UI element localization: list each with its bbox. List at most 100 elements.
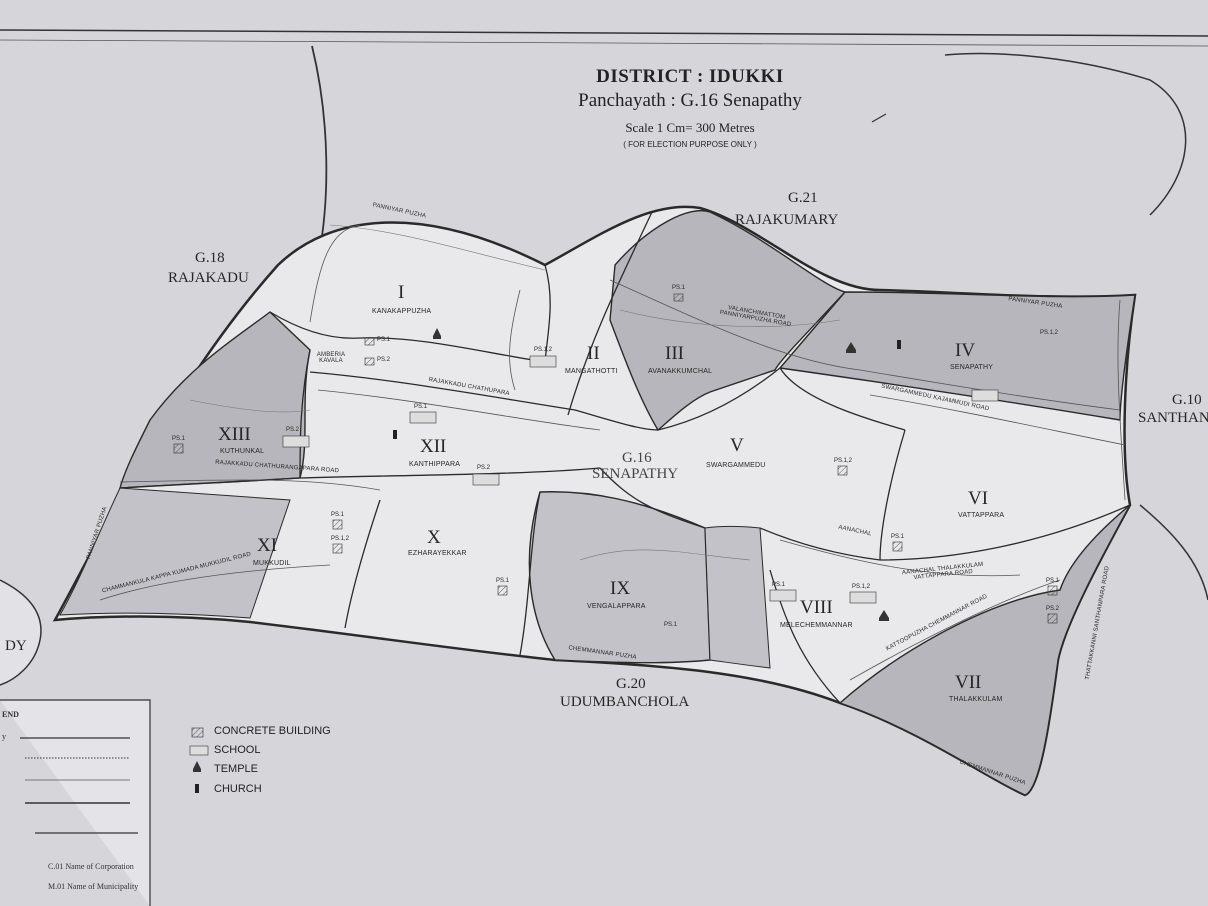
concrete-building-icon (673, 293, 684, 302)
polling-label: PS.1,2 (331, 536, 350, 542)
ward-name-xii: KANTHIPPARA (409, 461, 461, 468)
stream-ward-iii (619, 309, 841, 327)
ward-viii-strip (704, 526, 771, 669)
concrete-building-icon (837, 465, 848, 476)
ward-name-xiii: KUTHUNKAL (220, 448, 265, 455)
polling-label: PS.1,2 (534, 347, 553, 353)
school-icon (529, 355, 557, 368)
church-icon (897, 340, 901, 349)
road-kattoopuzha (849, 579, 1061, 681)
legend-corporation: C.01 Name of Corporation (48, 862, 134, 871)
road-rajakkadu-chathupara (317, 389, 601, 431)
boundary-i-ii (544, 264, 551, 363)
temple-icon (193, 761, 201, 772)
legend-municipality: M.01 Name of Municipality (48, 882, 139, 891)
ward-name-i: KANAKAPPUZHA (372, 308, 432, 315)
boundary-xiii-xi (119, 477, 301, 489)
temple-icon (433, 328, 441, 339)
ward-numeral-v: V (730, 435, 744, 456)
boundary-xiii-xii (299, 349, 311, 479)
polling-label: PS.2 (477, 465, 491, 471)
temple-icon (846, 342, 856, 353)
road-north-west (309, 224, 361, 323)
road-lines (99, 224, 1126, 681)
ward-name-vii: THALAKKULAM (949, 696, 1003, 703)
concrete-building-icon (497, 585, 508, 596)
road-valanchimattom (609, 279, 1121, 411)
ward-name-iv: SENAPATHY (950, 364, 994, 371)
polling-label: PS.1 (377, 337, 391, 343)
polling-label: PS.2 (377, 357, 391, 363)
centre-name: SENAPATHY (592, 466, 679, 482)
boundary-senapathy-ix (599, 467, 706, 529)
polling-label: PS.1 (772, 582, 786, 588)
road-swargammedu (869, 394, 1126, 446)
church-icon (195, 784, 199, 793)
election-note: ( FOR ELECTION PURPOSE ONLY ) (623, 140, 757, 149)
polling-label: PS.1 (1046, 578, 1060, 584)
ward-numeral-i: I (398, 282, 405, 303)
neighbour-west-code: G.18 (195, 250, 225, 266)
ward-name-v: SWARGAMMEDU (706, 462, 766, 469)
legend-church: CHURCH (214, 783, 262, 795)
neighbour-south-name: UDUMBANCHOLA (560, 694, 690, 710)
neighbour-north-name: RAJAKUMARY (735, 212, 839, 228)
polling-label: PS.1 (891, 534, 905, 540)
concrete-building-markers (173, 293, 1058, 624)
polling-label: PS.1,2 (852, 584, 871, 590)
boundary-xii-ii (309, 371, 659, 431)
church-icon (393, 430, 397, 439)
concrete-building-icon (1047, 613, 1058, 624)
ward-ix-area (528, 491, 711, 664)
ward-name-xi: MUKKUDIL (253, 560, 291, 567)
stream-ward-xiii (189, 399, 311, 413)
ward-iv-area (778, 291, 1136, 421)
ward-numeral-xi: XI (257, 535, 278, 556)
centre-code: G.16 (622, 450, 652, 466)
ward-numeral-ii: II (587, 343, 600, 364)
boundary-ii-iii (567, 211, 653, 416)
ward-name-ii: MANGATHOTTI (565, 368, 618, 375)
ward-numeral-vii: VII (955, 672, 982, 693)
ward-name-vi: VATTAPPARA (958, 512, 1005, 519)
legend-concrete-building: CONCRETE BUILDING (214, 725, 331, 737)
ward-numeral-xiii: XIII (218, 424, 251, 445)
ward-numeral-iii: III (665, 343, 684, 364)
polling-label: PS.1 (331, 512, 345, 518)
legend-temple: TEMPLE (214, 763, 259, 775)
stream-lines (189, 224, 841, 561)
boundary-vi-vii (879, 504, 1131, 561)
legend-line-type: y (2, 732, 6, 741)
ward-numeral-vi: VI (968, 488, 989, 509)
ward-name-iii: AVANAKKUMCHAL (648, 368, 713, 375)
ward-name-viii: MELECHEMMANNAR (780, 622, 853, 629)
district-title: DISTRICT : IDUKKI (596, 66, 784, 87)
boundary-viii-inner (769, 569, 841, 704)
concrete-building-icon (173, 443, 184, 454)
boundary-iii-v (657, 367, 781, 431)
stream-ward-ix (579, 549, 751, 561)
boundary-v-iv (779, 367, 906, 431)
neighbour-east-code: G.10 (1172, 392, 1202, 408)
school-icon (971, 389, 999, 402)
ward-name-ix: VENGALAPPARA (587, 603, 646, 610)
concrete-building-icon (332, 543, 343, 554)
neighbour-north-code: G.21 (788, 190, 818, 206)
polling-label: PS.2 (1046, 606, 1060, 612)
top-frame-line-inner (0, 39, 1208, 47)
ward-name-x: EZHARAYEKKAR (408, 550, 467, 557)
scale-label: Scale 1 Cm= 300 Metres (625, 120, 755, 135)
boundary-xi-x (344, 499, 381, 629)
southwest-neighbour (0, 579, 42, 686)
road-rajakkadu-mukkudil (119, 479, 381, 491)
north-east-boundary (944, 52, 1187, 216)
legend-title: END (2, 710, 19, 719)
panchayath-title: Panchayath : G.16 Senapathy (578, 90, 802, 111)
school-icon (769, 589, 797, 602)
boundary-xii-x (299, 467, 601, 479)
polling-label: PS.1 (664, 622, 678, 628)
school-markers (282, 355, 999, 604)
polling-label: PS.1,2 (1040, 330, 1059, 336)
concrete-building-icon (364, 357, 375, 366)
road-east (1117, 299, 1126, 501)
